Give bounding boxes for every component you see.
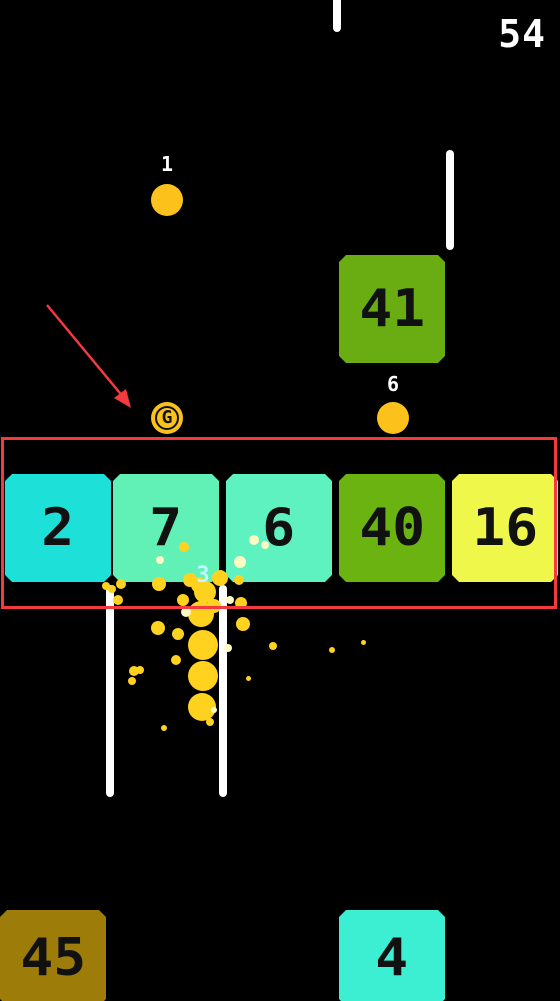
particle (249, 535, 259, 545)
particle (172, 628, 184, 640)
particle (113, 595, 123, 605)
row-block-1: 2 (5, 474, 111, 582)
g-coin-label: G (155, 406, 179, 430)
particle (102, 582, 110, 590)
row-block-4: 40 (339, 474, 445, 582)
particle (108, 585, 116, 593)
wall-lower-left (106, 585, 114, 797)
block-bottom-left: 45 (0, 910, 106, 1001)
particle (245, 675, 251, 681)
block-bottom-right-value: 4 (375, 928, 409, 988)
highlight-box (1, 437, 557, 609)
particle (151, 621, 165, 635)
snake-length-label: 3 (196, 563, 210, 588)
particle (234, 575, 244, 585)
block-bottom-left-value: 45 (20, 928, 86, 988)
block-upper-value: 41 (359, 279, 425, 339)
particle (116, 579, 126, 589)
block-upper: 41 (339, 255, 445, 363)
particle (136, 666, 144, 674)
particle (161, 725, 167, 731)
particle (156, 556, 164, 564)
particle (226, 596, 234, 604)
wall-top (333, 0, 341, 32)
snake-pickup-dot-right (377, 402, 409, 434)
particle (188, 630, 218, 660)
wall-lower-middle (219, 585, 227, 797)
particle (179, 542, 189, 552)
score-counter: 54 (498, 12, 546, 56)
particle (360, 639, 366, 645)
particle (152, 577, 166, 591)
particle (171, 655, 181, 665)
row-block-value: 7 (149, 498, 183, 558)
particle (206, 718, 214, 726)
particle (129, 666, 139, 676)
particle (329, 647, 335, 653)
particle (261, 541, 269, 549)
particle (177, 594, 189, 606)
particle (181, 607, 191, 617)
snake-pickup-dot (151, 184, 183, 216)
particle (212, 570, 228, 586)
particle (269, 642, 277, 650)
wall-upper-right (446, 150, 454, 250)
dot-top-label: 1 (160, 152, 174, 176)
row-block-value: 40 (359, 498, 425, 558)
particle (211, 707, 217, 713)
row-block-2: 7 (113, 474, 219, 582)
row-block-value: 16 (472, 498, 538, 558)
block-bottom-right: 4 (339, 910, 445, 1001)
particle (234, 556, 246, 568)
particle (224, 644, 232, 652)
particle (183, 573, 197, 587)
g-coin-icon: G (151, 402, 183, 434)
dot-right-label: 6 (386, 372, 400, 396)
row-block-value: 2 (41, 498, 75, 558)
row-block-value: 6 (262, 498, 296, 558)
particle (188, 661, 218, 691)
particle (236, 617, 250, 631)
row-block-5: 16 (452, 474, 558, 582)
particle (128, 677, 136, 685)
